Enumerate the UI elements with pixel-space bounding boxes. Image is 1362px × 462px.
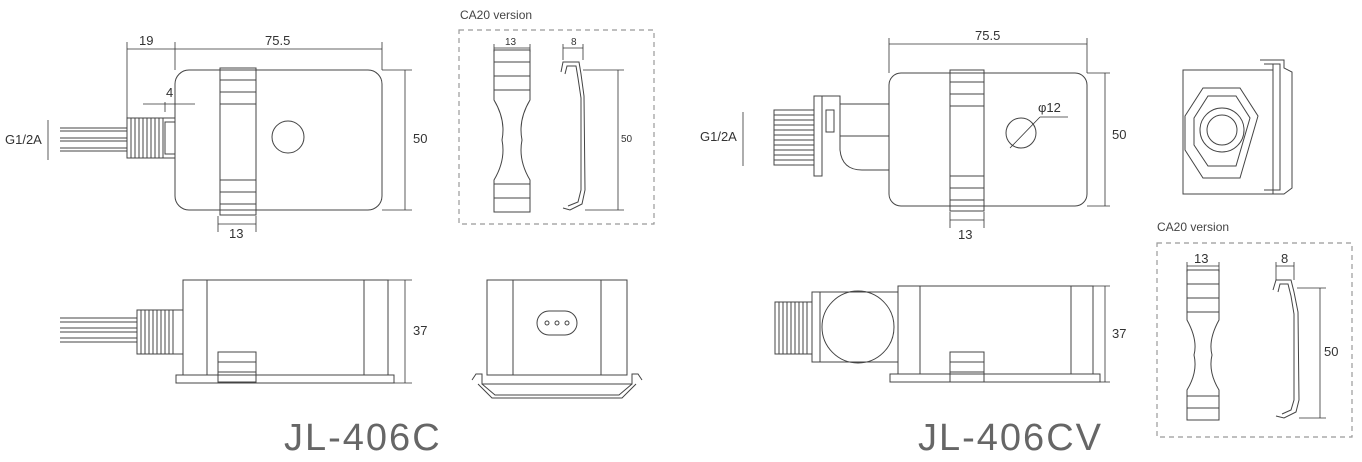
dim-50: 50: [413, 131, 427, 146]
jl406cv-top-view: 75.5 φ12 50 13 G1/2A: [700, 28, 1126, 242]
ca20-dim-13: 13: [1194, 251, 1208, 266]
ca20-dim-50: 50: [1324, 344, 1338, 359]
dim-37: 37: [1112, 326, 1126, 341]
jl406cv-side-view: 37: [774, 285, 1126, 383]
ca20-title: CA20 version: [1157, 220, 1229, 234]
ca20-dim-50: 50: [621, 134, 633, 145]
dim-19: 19: [139, 33, 153, 48]
model-label-jl406c: JL-406C: [284, 417, 442, 459]
jl406cv-end-view: [1182, 59, 1293, 195]
ca20-dim-13: 13: [505, 37, 517, 48]
ca20-dim-8: 8: [571, 37, 577, 48]
jl406c-ca20-box: CA20 version 13 8 50: [458, 8, 655, 225]
jl406c-top-view: 19 75.5 4 50 13 G1/2A: [5, 33, 427, 241]
dim-37: 37: [413, 323, 427, 338]
jl406c-end-view: [471, 279, 643, 399]
dim-75-5: 75.5: [265, 33, 290, 48]
dim-4: 4: [166, 85, 173, 100]
jl406c-side-view: 37: [60, 279, 427, 384]
dim-50: 50: [1112, 127, 1126, 142]
dim-phi12: φ12: [1038, 100, 1061, 115]
thread-label: G1/2A: [5, 132, 42, 147]
ca20-title: CA20 version: [460, 8, 532, 22]
thread-label: G1/2A: [700, 129, 737, 144]
dim-13: 13: [229, 226, 243, 241]
model-label-jl406cv: JL-406CV: [918, 417, 1103, 459]
jl406cv-ca20-box: CA20 version 13 8 50: [1156, 220, 1353, 438]
dim-75-5: 75.5: [975, 28, 1000, 43]
ca20-dim-8: 8: [1281, 251, 1288, 266]
dim-13: 13: [958, 227, 972, 242]
